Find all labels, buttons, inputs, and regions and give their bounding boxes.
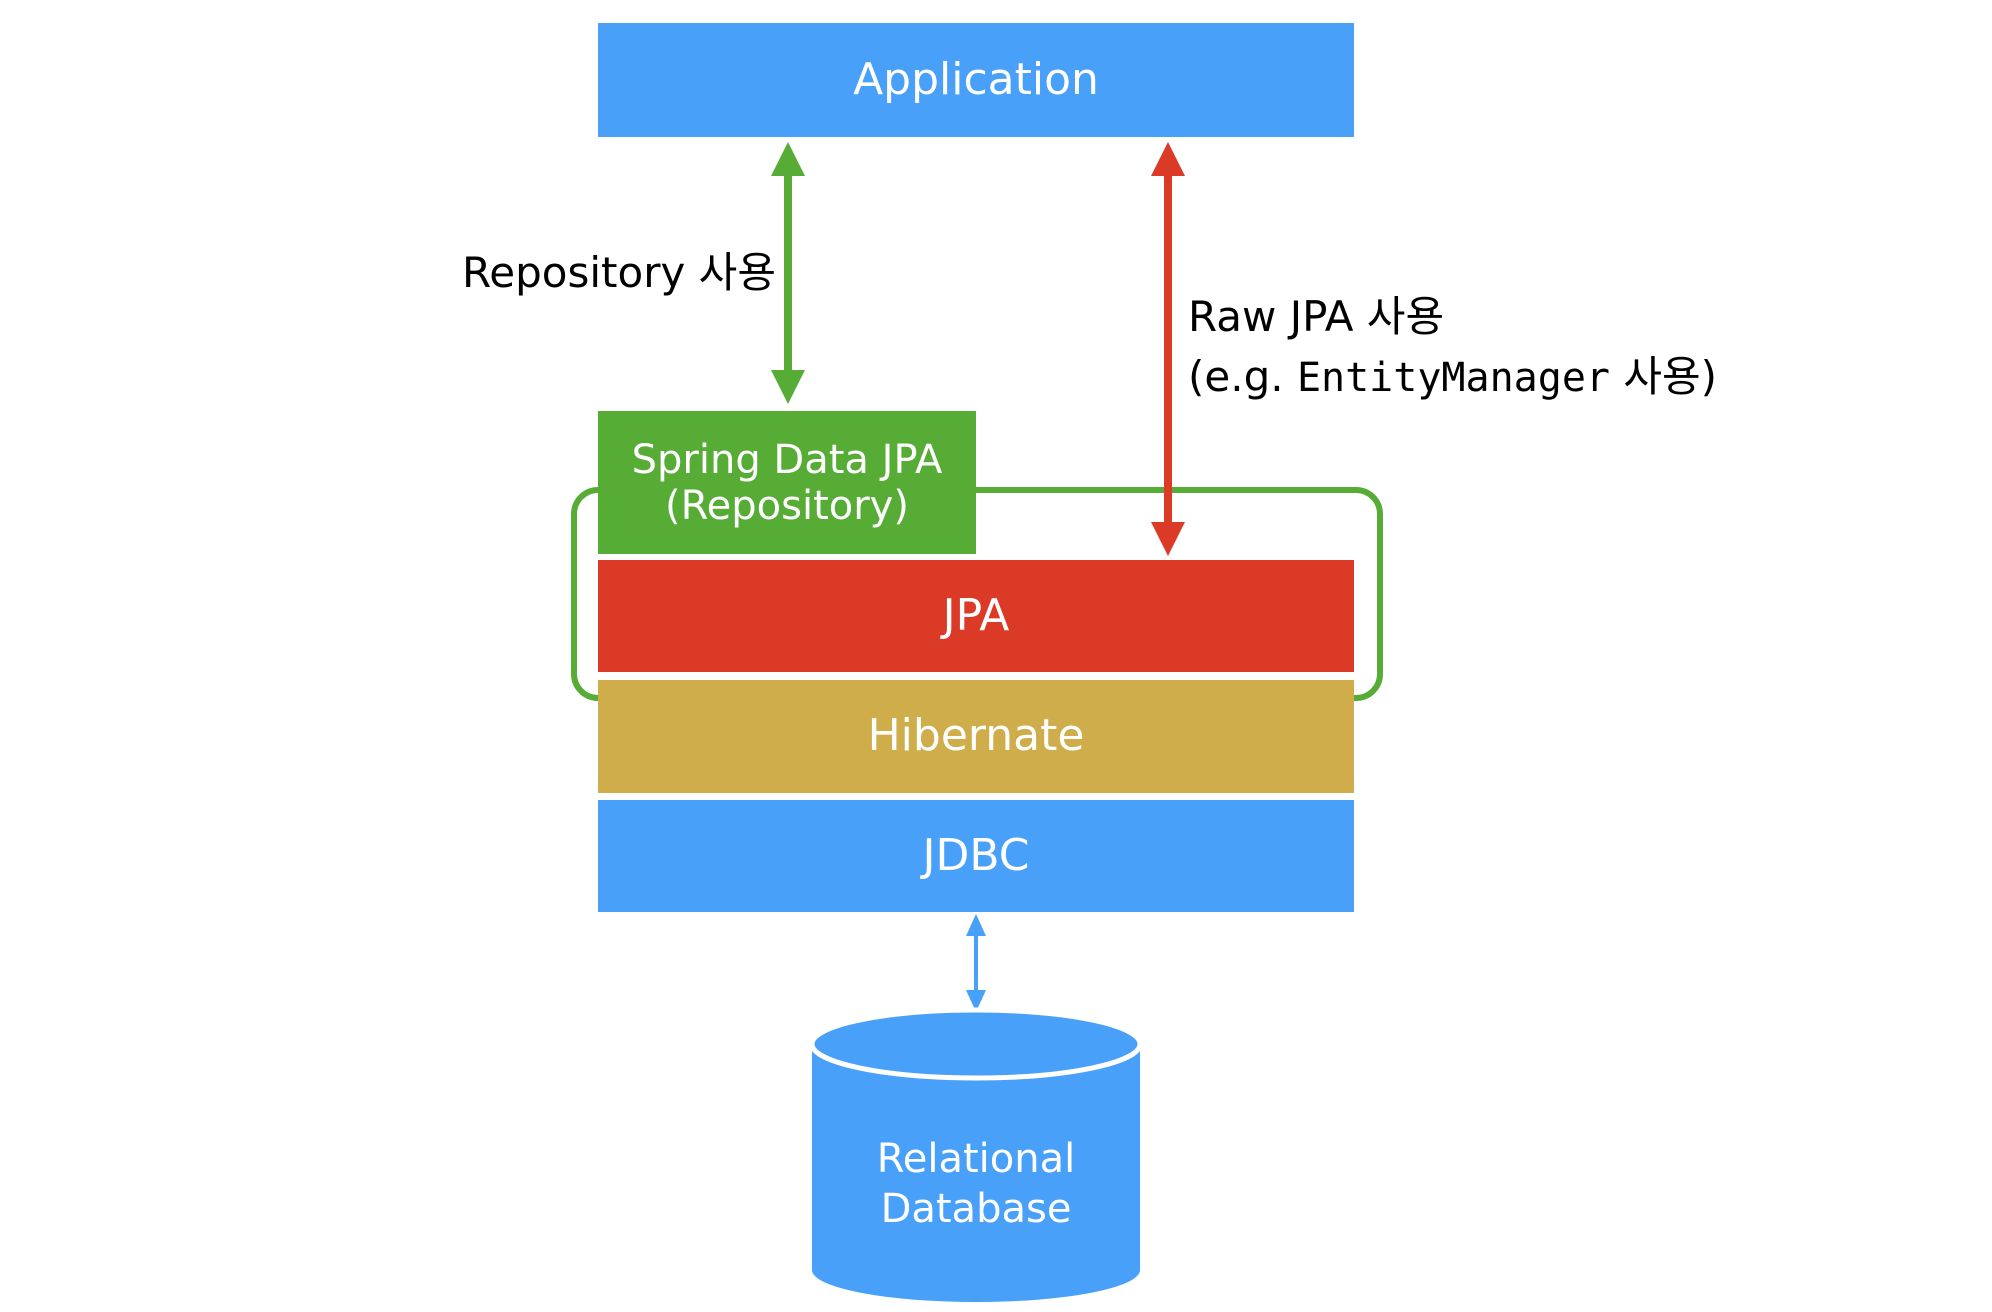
database-label: Relational Database [812,1134,1140,1234]
spring-data-jpa-label: Spring Data JPA [631,436,943,483]
hibernate-label: Hibernate [867,710,1085,762]
database-label-line1: Relational [876,1136,1076,1182]
application-layer: Application [598,23,1354,137]
entity-manager-prefix: (e.g. [1188,352,1297,401]
entity-manager-usage-label: (e.g. EntityManager 사용) [1188,352,1717,402]
jpa-layer: JPA [598,560,1354,672]
entity-manager-code: EntityManager [1296,355,1611,401]
hibernate-layer: Hibernate [598,680,1354,793]
jdbc-label: JDBC [922,829,1030,881]
spring-data-jpa-layer: Spring Data JPA (Repository) [598,411,976,554]
jpa-label: JPA [942,589,1010,641]
repository-arrow [771,142,805,404]
raw-jpa-usage-label: Raw JPA 사용 [1188,292,1445,341]
raw-jpa-arrow [1151,142,1185,556]
entity-manager-suffix: 사용) [1610,352,1718,401]
database-cylinder-icon [809,1007,1143,1302]
repository-label: (Repository) [665,482,909,529]
jdbc-db-arrow [966,914,986,1012]
application-label: Application [853,53,1099,105]
database-label-line2: Database [880,1186,1072,1232]
jdbc-layer: JDBC [598,800,1354,912]
repository-usage-label: Repository 사용 [462,248,776,297]
